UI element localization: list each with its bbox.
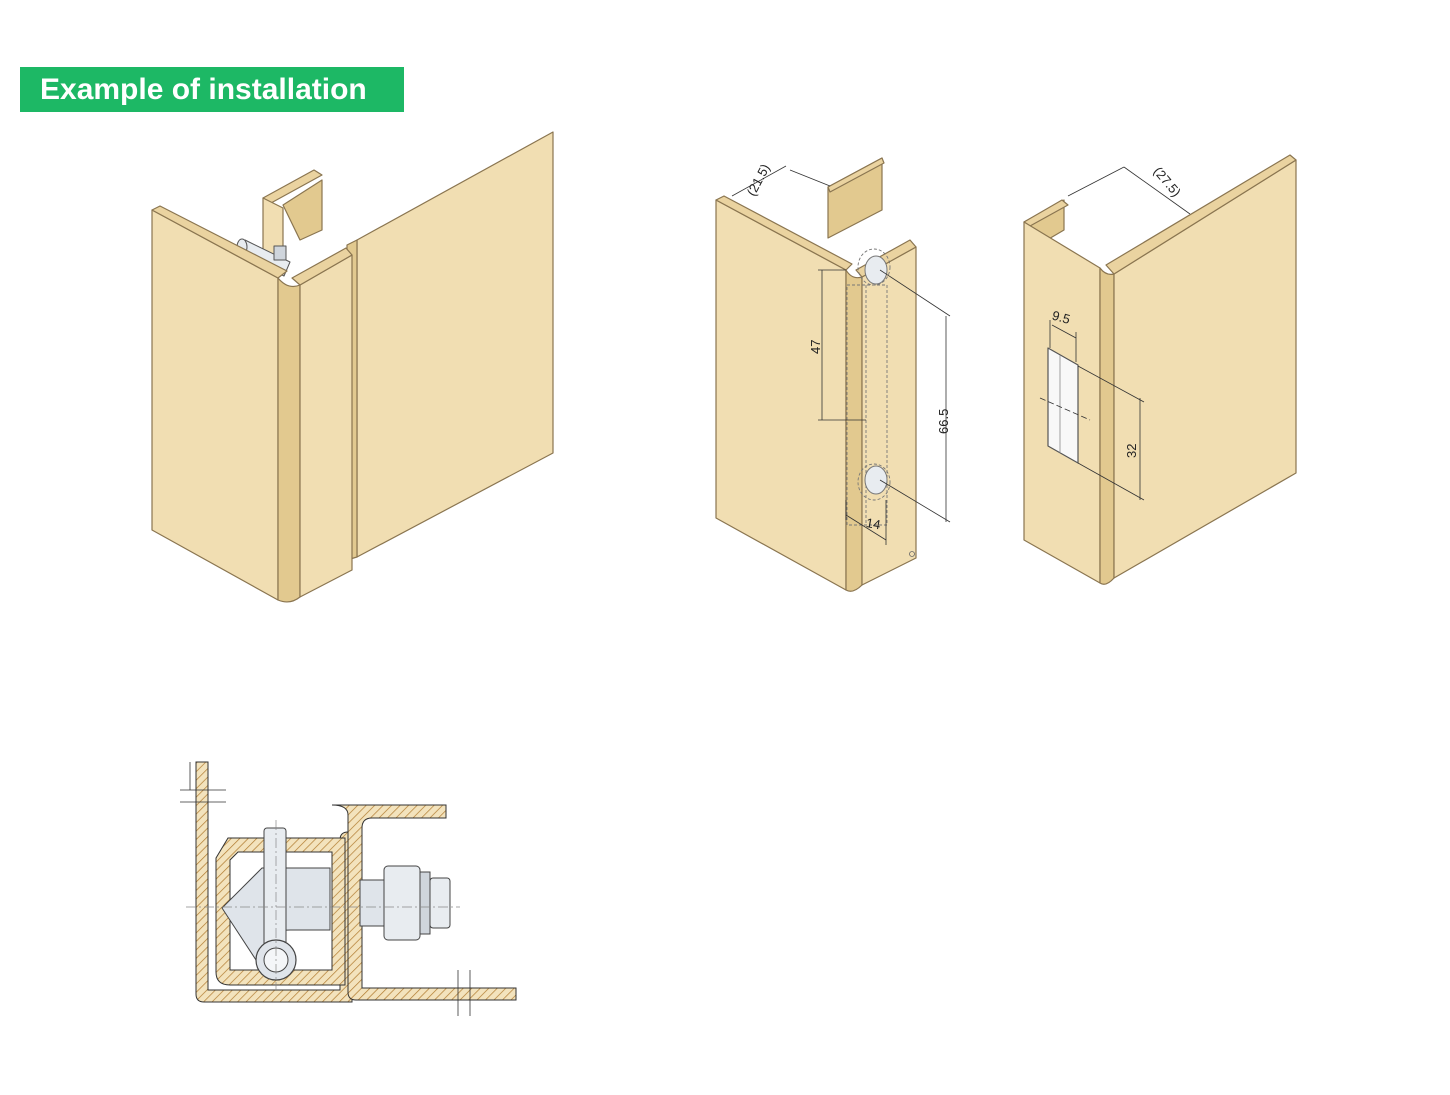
section-title: Example of installation <box>40 73 367 106</box>
door-cutout-view <box>1023 154 1297 585</box>
mount-hole-top <box>864 255 888 285</box>
dim-14: 14 <box>865 515 882 532</box>
section-title-badge: Example of installation <box>20 67 404 112</box>
dim-9-5: 9.5 <box>1051 308 1072 327</box>
section-bolt-head <box>429 877 451 929</box>
section-hinge-housing <box>215 837 346 986</box>
door-main-top <box>1105 154 1297 275</box>
assembled-hinge-view <box>151 131 554 603</box>
frame-back-leg-top <box>827 157 885 193</box>
frame-panel-top-lip <box>151 205 288 279</box>
dim-66-5: 66.5 <box>936 409 951 434</box>
section-door-profile <box>331 804 517 1001</box>
dim-21-5: (21.5) <box>744 161 773 198</box>
dim-47: 47 <box>808 340 823 354</box>
section-view <box>180 761 517 1016</box>
frame-side-face <box>861 246 917 586</box>
frame-back-leg <box>827 157 883 239</box>
section-nut <box>383 865 421 941</box>
dim-32: 32 <box>1124 444 1139 458</box>
door-slot-cutout <box>1047 347 1079 464</box>
frame-channel-back <box>282 179 323 241</box>
door-panel-right <box>356 131 554 558</box>
frame-corner-bend <box>277 277 301 603</box>
frame-panel-front <box>151 209 279 601</box>
frame-front-lip <box>715 195 853 271</box>
door-dimension-lines <box>1039 166 1191 501</box>
frame-panel-side <box>299 254 353 598</box>
frame-bend-strip <box>845 269 863 592</box>
door-bend-strip <box>1099 267 1115 585</box>
frame-dimension-lines <box>731 165 951 545</box>
frame-panel-side-top <box>291 247 353 286</box>
section-washer <box>419 871 431 935</box>
dim-27-5: (27.5) <box>1151 164 1184 200</box>
door-main-face <box>1113 159 1297 579</box>
mount-hole-bottom <box>864 465 888 495</box>
frame-cutout-view <box>715 157 917 592</box>
